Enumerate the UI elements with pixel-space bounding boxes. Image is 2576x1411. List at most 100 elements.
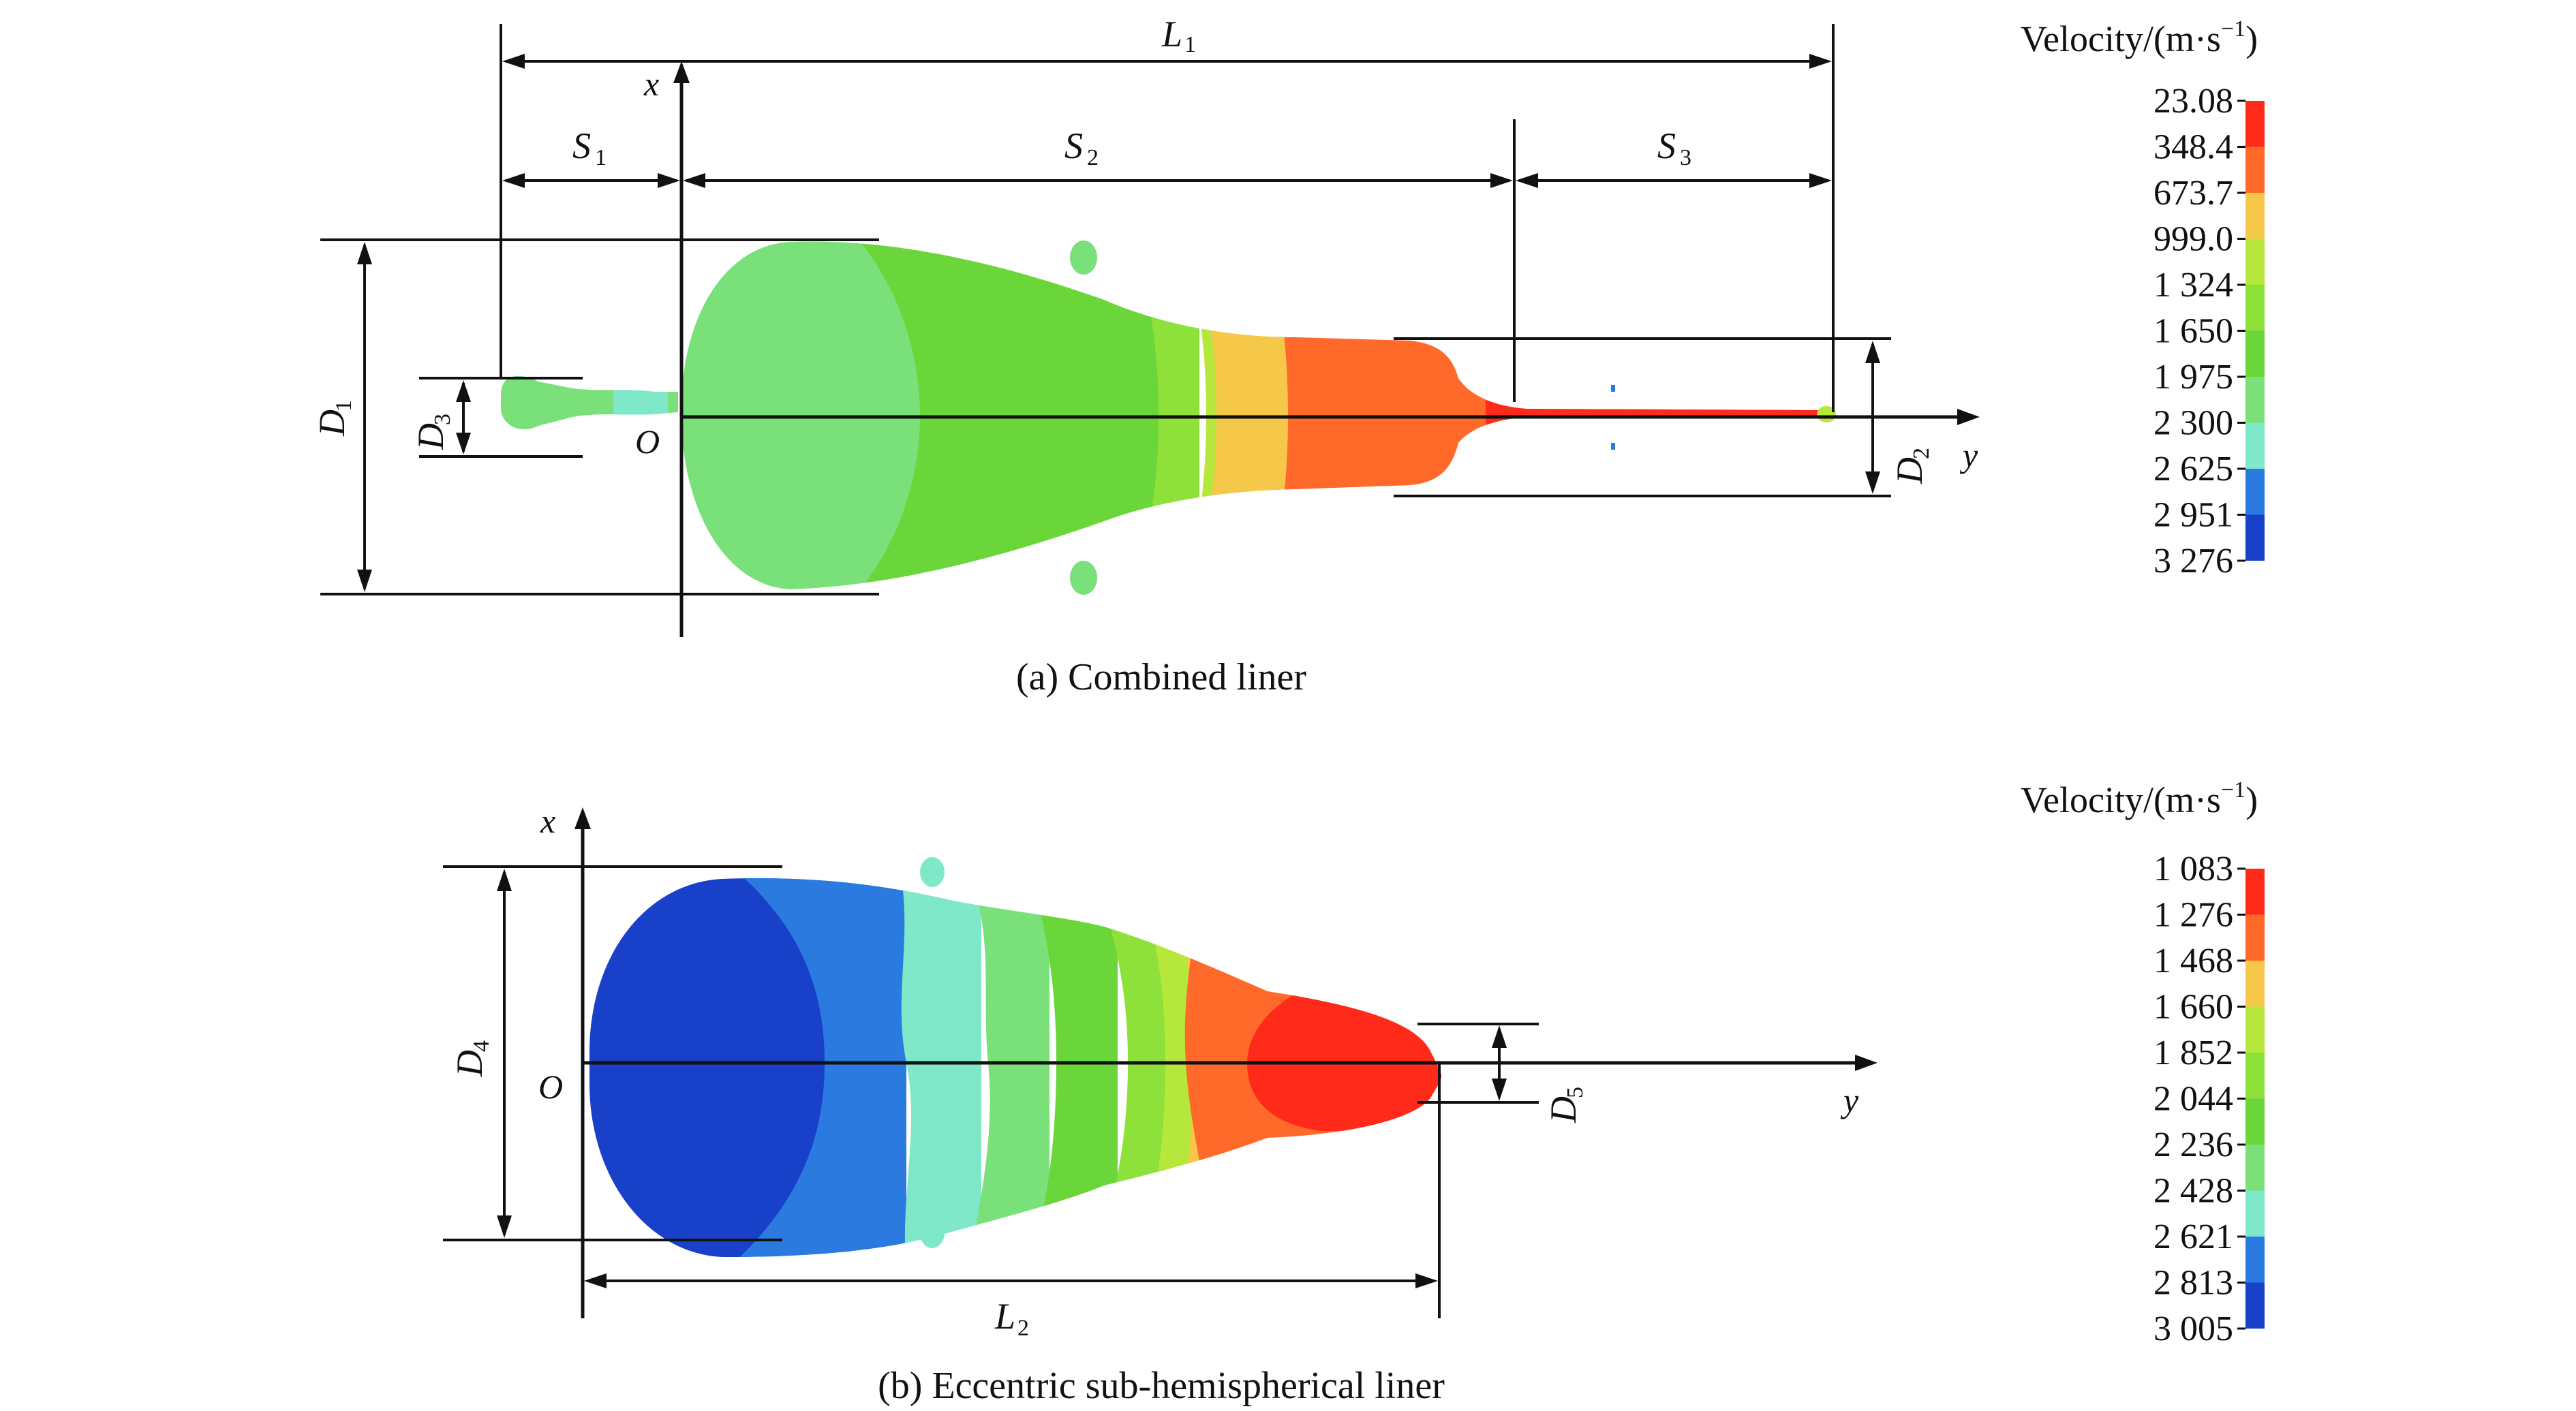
svg-text:S: S — [572, 125, 591, 166]
panel-a-dim-D1: D 1 — [311, 242, 372, 592]
legend-a-color-swatch — [2245, 469, 2265, 515]
svg-text:2: 2 — [1087, 145, 1099, 170]
panel-a-side-lobe-bottom — [1070, 561, 1097, 595]
svg-text:1: 1 — [1184, 32, 1196, 57]
panel-a-legend: Velocity/(m·s−1) 23.08 348.4 673.7 999.0 1 3… — [2021, 16, 2265, 580]
panel-b-dim-D5: D 5 — [1492, 1025, 1588, 1123]
legend-b-tick-label: 1 083 — [2153, 850, 2233, 888]
legend-b-tick-label: 1 660 — [2153, 988, 2233, 1027]
legend-a-tick-label: 673.7 — [2153, 174, 2233, 213]
panel-b-side-lobe-bottom — [920, 1218, 945, 1248]
legend-a-tick-label: 999.0 — [2153, 220, 2233, 259]
svg-text:D: D — [311, 409, 352, 437]
svg-text:S: S — [1064, 125, 1083, 166]
panel-a-axis-x-label: x — [643, 65, 659, 103]
legend-b-title-sup: −1 — [2221, 777, 2245, 803]
legend-a-title-sup: −1 — [2221, 16, 2245, 42]
svg-text:L: L — [994, 1296, 1015, 1337]
legend-a-tick-label: 1 975 — [2153, 358, 2233, 397]
band-a-slug — [501, 241, 681, 589]
legend-b-colorbar — [2245, 869, 2265, 1329]
band-b-mid — [900, 878, 981, 1257]
legend-a-tick-label: 2 625 — [2153, 450, 2233, 489]
panel-a-dim-D2: D 2 — [1865, 341, 1934, 494]
legend-b-color-swatch — [2245, 1237, 2265, 1283]
svg-text:1: 1 — [595, 145, 607, 170]
panel-a-side-lobe-top — [1070, 241, 1097, 275]
svg-text:5: 5 — [1563, 1087, 1588, 1098]
svg-text:3: 3 — [430, 414, 455, 425]
legend-a-color-swatch — [2245, 101, 2265, 147]
band-b-front — [1090, 878, 1172, 1257]
legend-a-color-swatch — [2245, 330, 2265, 377]
legend-a-title: Velocity/(m·s — [2021, 18, 2221, 59]
panel-b-dim-L2: L 2 — [584, 1273, 1438, 1341]
legend-b-color-swatch — [2245, 961, 2265, 1007]
panel-a-dim-D3: D 3 — [410, 380, 471, 454]
legend-a-tick-label: 2 951 — [2153, 496, 2233, 535]
panel-b-jet-body — [589, 878, 1441, 1257]
legend-a-tick-label: 348.4 — [2153, 128, 2233, 167]
legend-b-color-swatch — [2245, 869, 2265, 915]
svg-text:2: 2 — [1909, 448, 1934, 459]
legend-b-color-swatch — [2245, 914, 2265, 961]
legend-b-labels: 1 083 1 276 1 468 1 660 1 852 2 044 2 236 2 428… — [2153, 850, 2245, 1348]
legend-b-tick-label: 2 044 — [2153, 1080, 2233, 1119]
svg-text:1: 1 — [331, 400, 356, 412]
svg-text:Velocity/(m·s−1): Velocity/(m·s−1) — [2021, 777, 2258, 820]
svg-text:S: S — [1657, 125, 1676, 166]
band-b-mid2 — [968, 878, 1049, 1257]
legend-b-color-swatch — [2245, 1190, 2265, 1237]
legend-b-tick-label: 1 276 — [2153, 896, 2233, 935]
svg-text:L: L — [1161, 14, 1182, 55]
panel-b-x-arrow — [574, 807, 591, 829]
legend-b-tick-label: 2 236 — [2153, 1126, 2233, 1164]
legend-b-color-swatch — [2245, 1098, 2265, 1145]
band-b-rear2 — [729, 878, 906, 1257]
legend-a-tick-label: 3 276 — [2153, 542, 2233, 580]
legend-a-color-swatch — [2245, 146, 2265, 193]
legend-a-tick-label: 1 324 — [2153, 266, 2233, 305]
legend-a-color-swatch — [2245, 377, 2265, 423]
legend-b-title-end: ) — [2245, 779, 2258, 820]
panel-a-fragment-top — [1611, 385, 1615, 392]
svg-text:D: D — [1889, 457, 1930, 484]
panel-b-y-arrow — [1855, 1055, 1877, 1071]
svg-text:D: D — [410, 423, 451, 450]
legend-b-tick-label: 1 468 — [2153, 942, 2233, 980]
legend-a-color-swatch — [2245, 422, 2265, 469]
panel-a-caption: (a) Combined liner — [1016, 656, 1306, 698]
panel-b-axis-x-label: x — [540, 802, 555, 840]
svg-text:D: D — [1543, 1096, 1584, 1123]
panel-a-dim-S3: S 3 — [1516, 125, 1832, 188]
legend-b-color-swatch — [2245, 1282, 2265, 1329]
svg-text:4: 4 — [469, 1040, 494, 1052]
legend-b-color-swatch — [2245, 1053, 2265, 1099]
panel-b-legend: Velocity/(m·s−1) 1 083 1 276 1 468 1 660 1 8… — [2021, 777, 2265, 1348]
legend-b-tick-label: 2 813 — [2153, 1264, 2233, 1303]
panel-a-dim-S1: S 1 — [502, 125, 680, 188]
legend-b-tick-label: 1 852 — [2153, 1034, 2233, 1072]
legend-a-color-swatch — [2245, 238, 2265, 285]
legend-b-tick-label: 2 621 — [2153, 1218, 2233, 1256]
panel-a-y-arrow — [1957, 409, 1980, 425]
legend-a-color-swatch — [2245, 193, 2265, 239]
panel-a-dim-S2: S 2 — [683, 125, 1513, 188]
svg-text:D: D — [449, 1050, 490, 1077]
legend-a-tick-label: 1 650 — [2153, 312, 2233, 351]
legend-b-tick-label: 2 428 — [2153, 1172, 2233, 1211]
panel-a-origin-label: O — [635, 422, 660, 461]
legend-a-tick-label: 23.08 — [2153, 82, 2233, 121]
svg-text:Velocity/(m·s−1): Velocity/(m·s−1) — [2021, 16, 2258, 59]
svg-text:2: 2 — [1017, 1316, 1029, 1341]
legend-b-color-swatch — [2245, 1006, 2265, 1053]
panel-b-side-lobe-top — [920, 857, 945, 887]
band-a-slug-core — [613, 388, 668, 416]
band-b-mid3 — [1029, 878, 1118, 1257]
panel-a-x-arrow — [673, 61, 690, 83]
legend-a-colorbar — [2245, 101, 2265, 561]
legend-b-color-swatch — [2245, 1145, 2265, 1191]
